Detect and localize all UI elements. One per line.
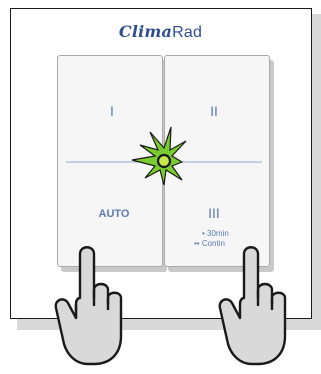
pointing-hand-icon bbox=[56, 247, 121, 364]
pointing-hand-icon bbox=[220, 247, 285, 364]
indicator-led-icon bbox=[132, 127, 186, 185]
led-center bbox=[158, 155, 170, 167]
